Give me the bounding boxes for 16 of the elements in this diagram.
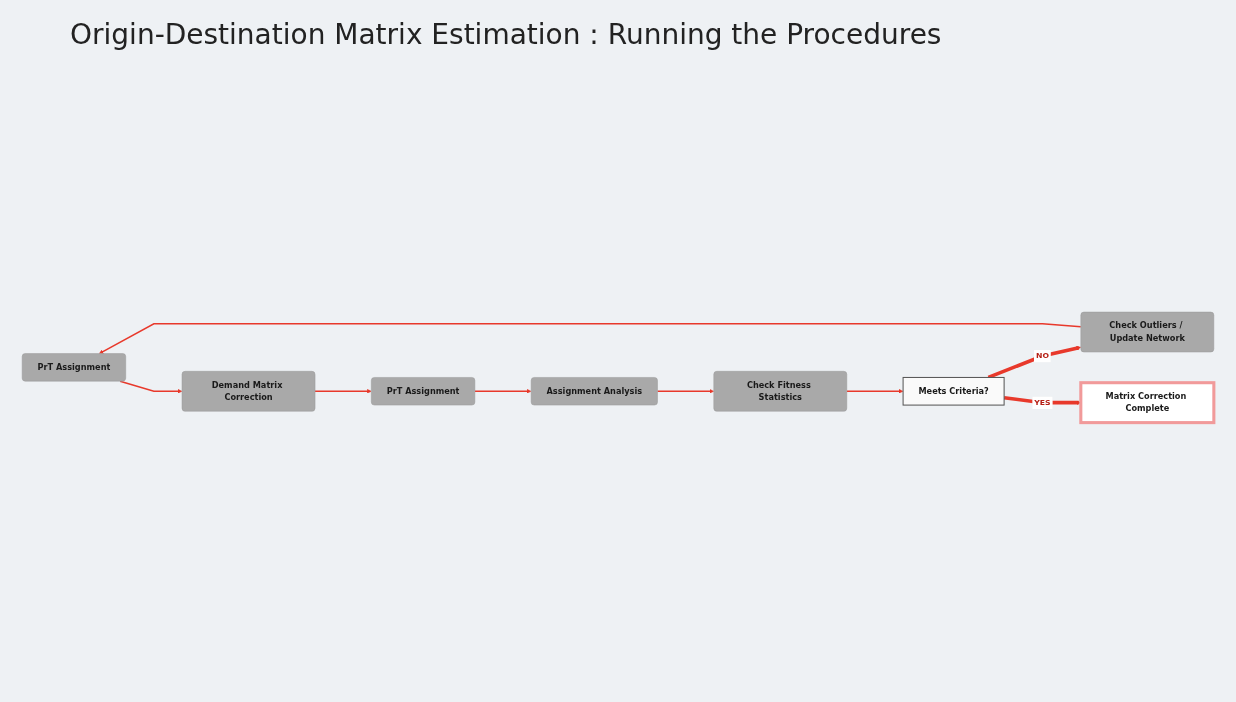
node-box: PrT Assignment	[371, 376, 476, 405]
node-box: Check Outliers / Update Network	[1080, 311, 1215, 352]
arrow	[99, 322, 1082, 354]
node-box: Matrix Correction Complete	[1079, 380, 1216, 424]
node-box: PrT Assignment	[21, 352, 126, 382]
arrow	[846, 388, 904, 394]
diagram-title: Origin-Destination Matrix Estimation : Running the Procedures	[69, 17, 943, 53]
arrow	[987, 345, 1081, 379]
arrow	[314, 388, 372, 394]
arrow	[474, 388, 532, 394]
node-box: Assignment Analysis	[530, 376, 658, 405]
node-box: Meets Criteria?	[902, 376, 1005, 406]
arrow	[119, 380, 183, 394]
node-box: Check Fitness Statistics	[713, 370, 848, 412]
arrow	[656, 388, 714, 394]
node-box: Demand Matrix Correction	[181, 370, 316, 412]
